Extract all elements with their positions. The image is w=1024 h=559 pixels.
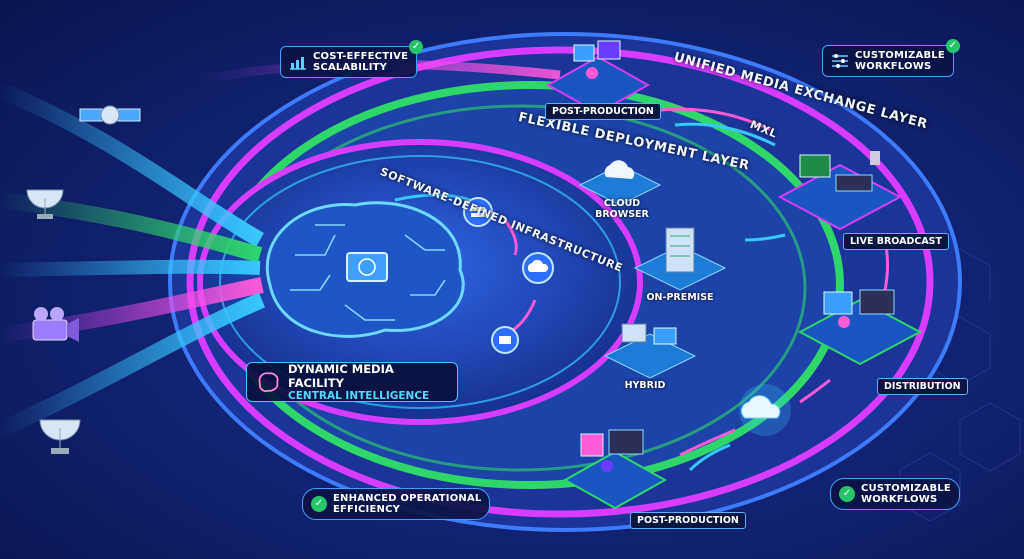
- unified-exchange-ring: [186, 46, 934, 518]
- live-broadcast-tag: LIVE BROADCAST: [843, 233, 949, 250]
- on-premise-label: ON-PREMISE: [646, 292, 714, 303]
- distribution-station: [797, 289, 923, 366]
- cost-scalability-callout: COST-EFFECTIVE SCALABILITY ✓: [280, 40, 424, 78]
- server-icon: [633, 227, 727, 291]
- hybrid-icon: [603, 323, 697, 379]
- brain-icon: [265, 201, 465, 338]
- live-broadcast-station: [777, 151, 903, 231]
- check-circle-icon: ✓: [311, 496, 327, 512]
- layers-icon: [463, 197, 493, 227]
- customizable-workflows-bottom-text: CUSTOMIZABLE WORKFLOWS: [861, 483, 951, 505]
- operational-efficiency-text: ENHANCED OPERATIONAL EFFICIENCY: [333, 493, 482, 515]
- satellite-icon: [79, 105, 141, 125]
- customizable-workflows-bottom-callout: ✓ CUSTOMIZABLE WORKFLOWS: [830, 478, 960, 510]
- operational-efficiency-callout: ✓ ENHANCED OPERATIONAL EFFICIENCY: [302, 488, 491, 520]
- cost-scalability-text: COST-EFFECTIVE SCALABILITY: [313, 51, 409, 73]
- central-subtitle: CENTRAL INTELLIGENCE: [288, 390, 430, 402]
- check-icon: ✓: [945, 39, 960, 53]
- customizable-workflows-top-text: CUSTOMIZABLE WORKFLOWS: [855, 50, 945, 72]
- satellite-dish-icon: [39, 419, 81, 454]
- satellite-dish-icon: [26, 189, 64, 219]
- brain-icon: [258, 372, 279, 392]
- distribution-tag: DISTRIBUTION: [877, 378, 968, 395]
- cloud-hub-icon: [739, 384, 791, 436]
- customizable-workflows-top-callout: CUSTOMIZABLE WORKFLOWS ✓: [822, 39, 960, 77]
- camera-icon: [32, 307, 79, 342]
- post-production-bottom-station: [562, 429, 668, 510]
- sliders-icon: [832, 54, 848, 68]
- central-intelligence-panel: DYNAMIC MEDIA FACILITY CENTRAL INTELLIGE…: [246, 362, 458, 402]
- post-production-top-station: [545, 40, 651, 115]
- check-circle-icon: ✓: [839, 486, 855, 502]
- cloud-icon: [522, 252, 554, 284]
- cloud-browser-label: CLOUD BROWSER: [595, 198, 649, 220]
- check-icon: ✓: [409, 40, 424, 54]
- growth-chart-icon: [290, 57, 306, 70]
- storage-icon: [491, 326, 519, 354]
- central-title: DYNAMIC MEDIA FACILITY: [288, 362, 394, 390]
- cloud-browser-node: [578, 160, 662, 206]
- post-production-bottom-tag: POST-PRODUCTION: [630, 512, 746, 529]
- post-production-top-tag: POST-PRODUCTION: [545, 103, 661, 120]
- hybrid-label: HYBRID: [624, 380, 666, 391]
